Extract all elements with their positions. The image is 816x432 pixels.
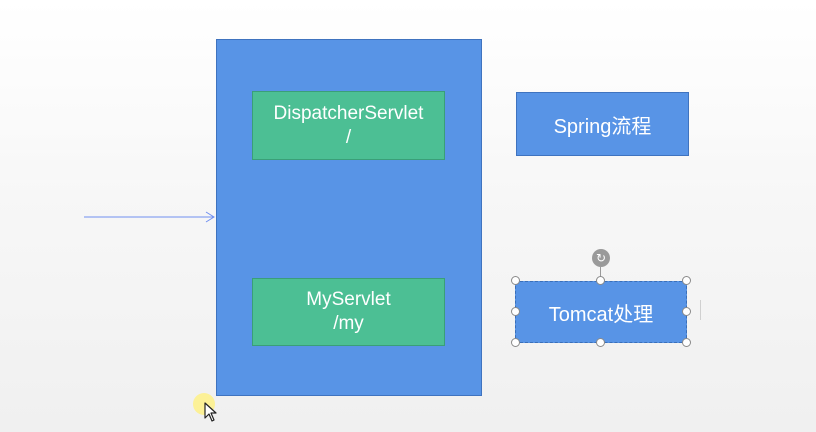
resize-handle-middle-left[interactable] xyxy=(511,307,520,316)
my-servlet-box[interactable]: MyServlet /my xyxy=(252,278,445,346)
dispatcher-servlet-mapping: / xyxy=(345,126,352,148)
resize-handle-top-left[interactable] xyxy=(511,276,520,285)
spring-flow-label: Spring流程 xyxy=(553,115,652,138)
rotate-handle-stem xyxy=(600,267,601,281)
dispatcher-servlet-box[interactable]: DispatcherServlet / xyxy=(252,91,445,160)
my-servlet-mapping: /my xyxy=(333,313,364,334)
resize-handle-bottom-left[interactable] xyxy=(511,338,520,347)
dispatcher-servlet-name: DispatcherServlet xyxy=(273,102,424,124)
resize-handle-top-center[interactable] xyxy=(596,276,605,285)
rotate-icon[interactable]: ↻ xyxy=(592,249,610,267)
tomcat-handling-label: Tomcat处理 xyxy=(548,303,654,326)
incoming-arrow xyxy=(84,211,215,223)
resize-handle-top-right[interactable] xyxy=(682,276,691,285)
resize-handle-bottom-right[interactable] xyxy=(682,338,691,347)
spring-flow-box[interactable]: Spring流程 xyxy=(516,92,689,156)
resize-handle-bottom-center[interactable] xyxy=(596,338,605,347)
my-servlet-name: MyServlet xyxy=(306,289,391,310)
tomcat-handling-box[interactable]: Tomcat处理 xyxy=(515,281,687,343)
mouse-pointer-icon xyxy=(204,402,217,422)
resize-handle-middle-right[interactable] xyxy=(682,307,691,316)
edge-indicator xyxy=(700,300,701,320)
